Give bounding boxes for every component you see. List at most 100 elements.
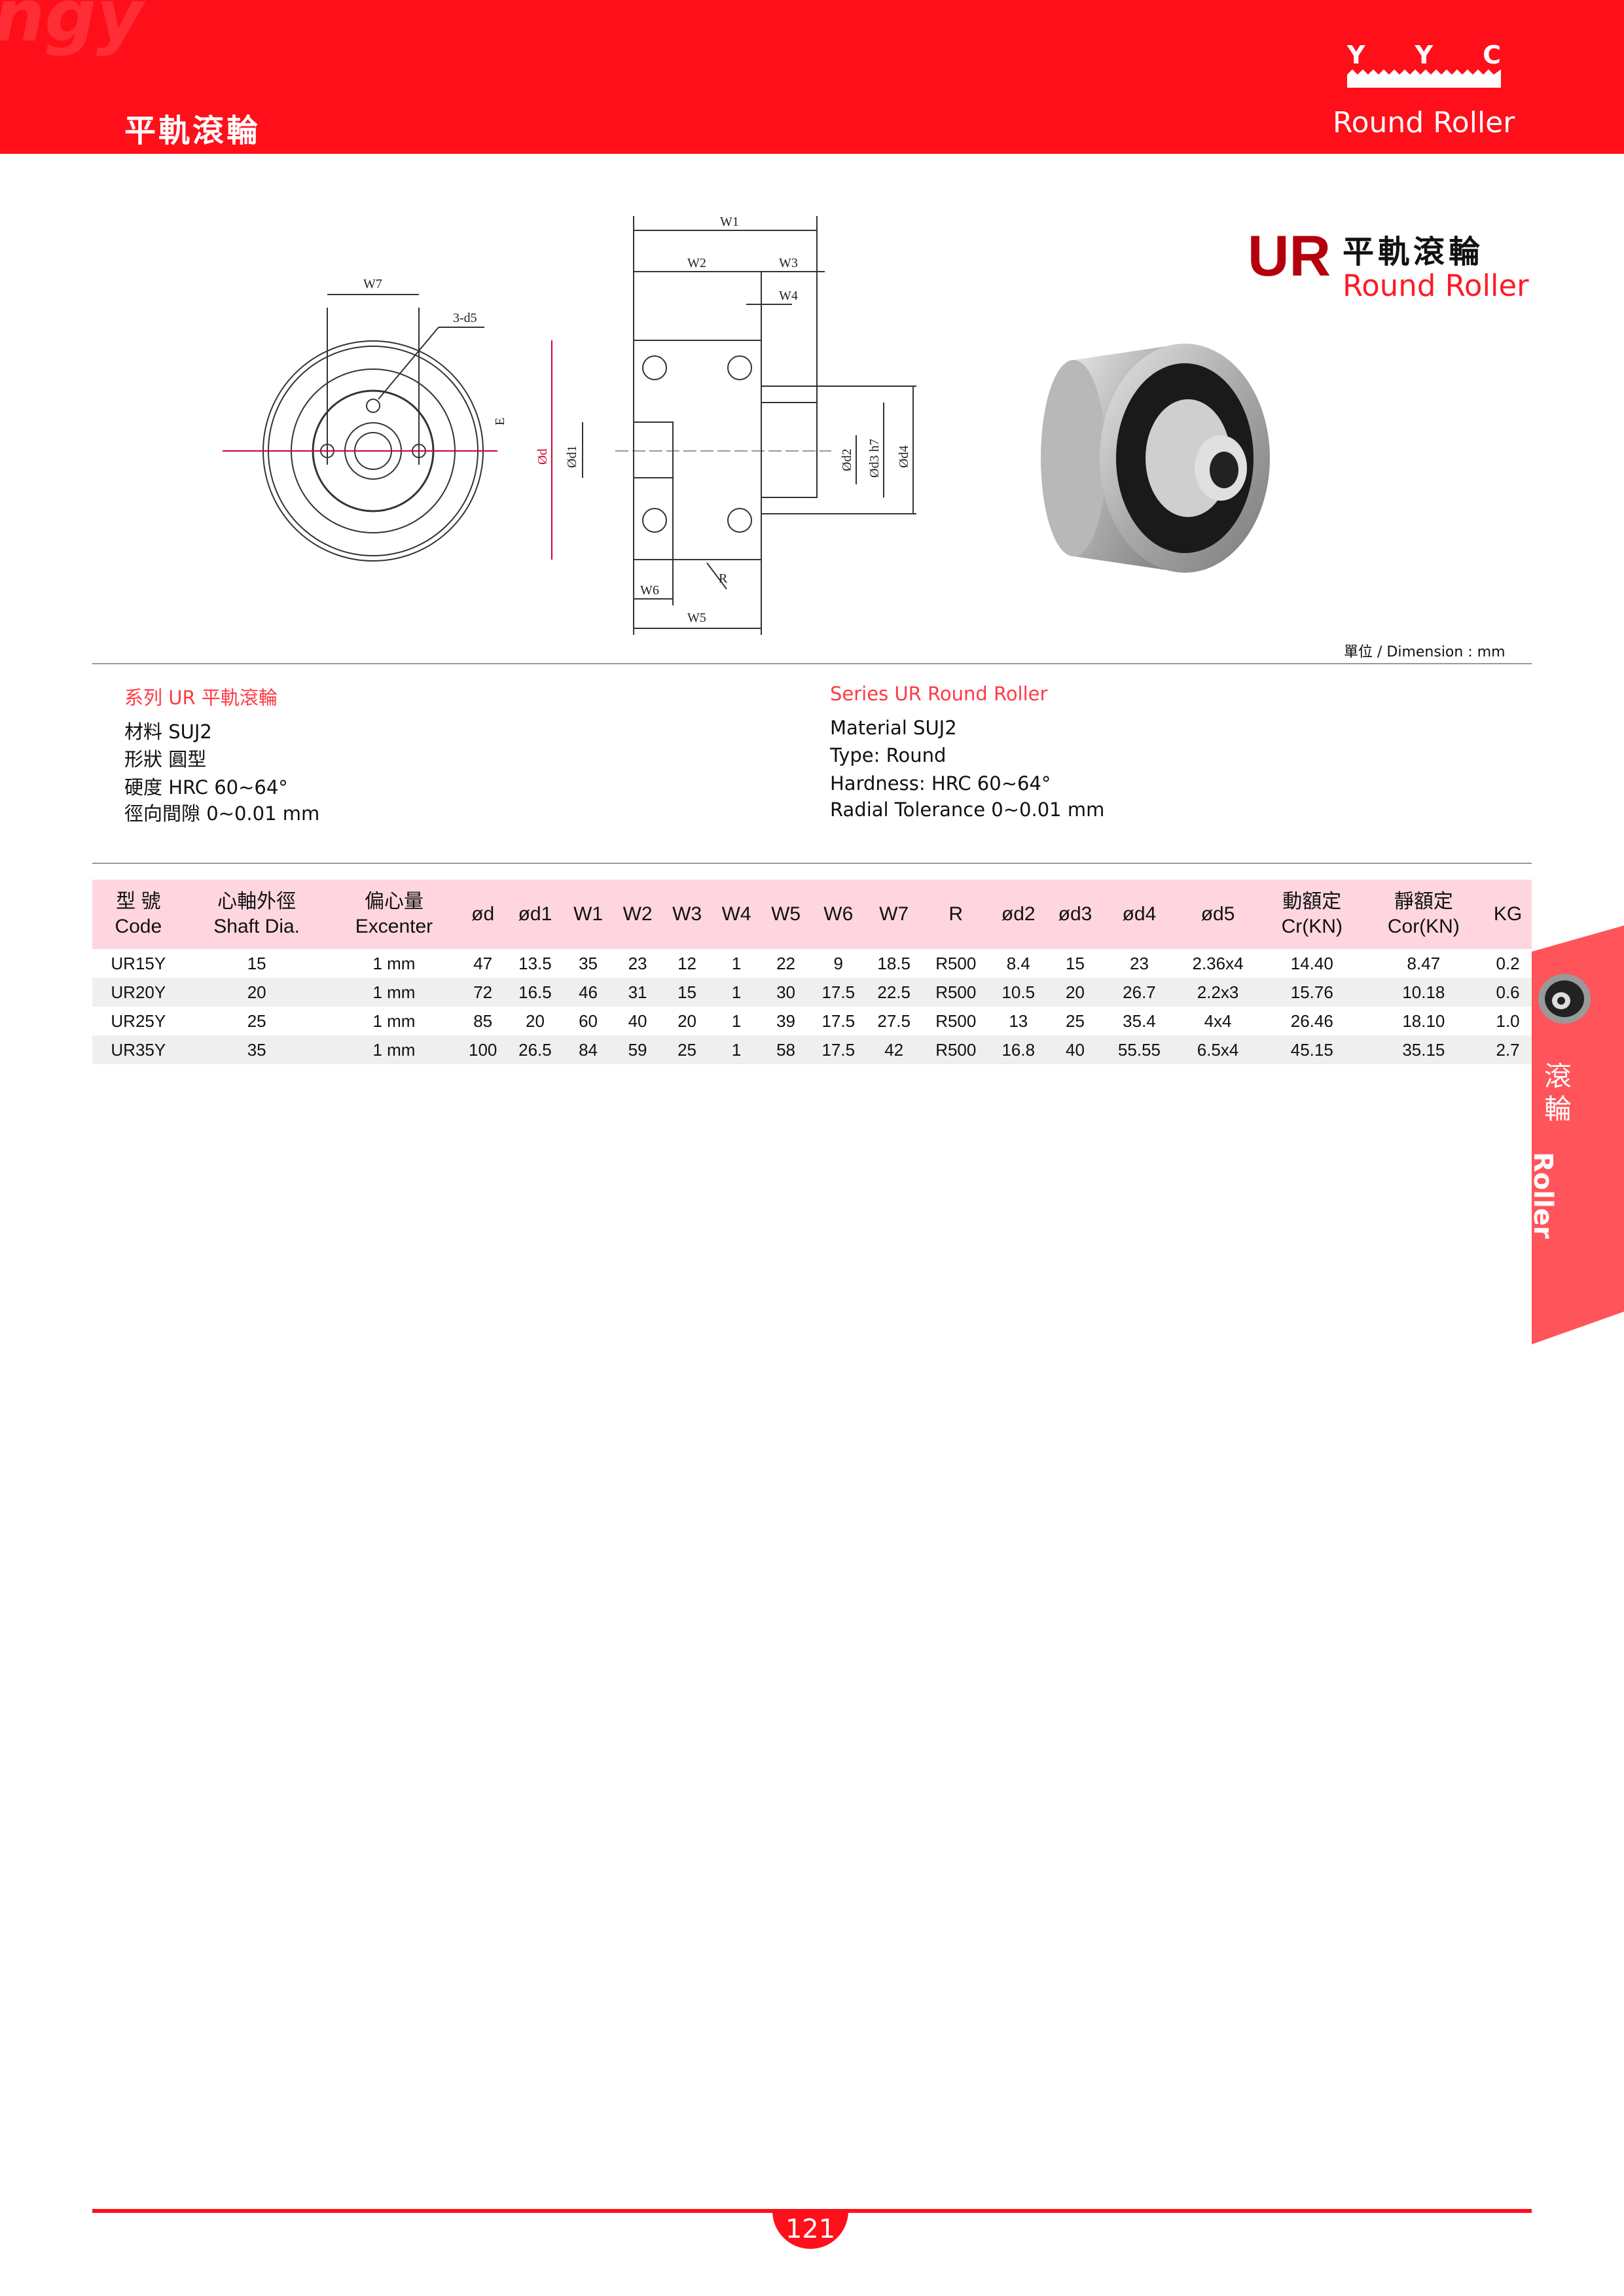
- table-cell: 8.4: [1006, 953, 1030, 973]
- spec-line-zh: 徑向間隙 0~0.01 mm: [124, 802, 320, 825]
- divider: [92, 663, 1532, 664]
- label-w1: W1: [720, 215, 739, 229]
- column-header: W5: [761, 880, 811, 949]
- column-header: ød: [459, 880, 507, 949]
- column-header-line: Shaft Dia.: [213, 916, 300, 937]
- table-cell: 23: [628, 953, 647, 973]
- column-header: ød3: [1047, 880, 1104, 949]
- column-header-line: W5: [771, 903, 801, 925]
- table-cell: 23: [1130, 953, 1149, 973]
- column-header-line: 偏心量: [364, 891, 424, 912]
- column-header: ød4: [1103, 880, 1176, 949]
- logo-letter: C: [1483, 41, 1501, 69]
- table-cell: 22: [776, 953, 796, 973]
- column-header-line: R: [948, 903, 964, 925]
- spec-line-en: Type: Round: [830, 744, 947, 766]
- label-w6: W6: [640, 583, 659, 598]
- column-header: W6: [810, 880, 867, 949]
- table-cell: 0.2: [1496, 953, 1520, 973]
- label-d: Ød: [535, 449, 550, 465]
- column-header-line: ød2: [1001, 903, 1036, 925]
- table-cell: 85: [473, 1011, 493, 1031]
- column-header: W4: [712, 880, 761, 949]
- table-cell: 35.15: [1363, 1035, 1485, 1064]
- column-header-line: W1: [573, 903, 604, 925]
- product-photo: [1041, 344, 1270, 573]
- table-cell: 47: [473, 953, 493, 973]
- table-cell: 35.4: [1123, 1011, 1156, 1031]
- table-cell: 72: [459, 978, 507, 1007]
- column-header-line: W7: [879, 903, 909, 925]
- label-w5: W5: [687, 611, 706, 625]
- table-cell: 40: [1047, 1035, 1104, 1064]
- product-name-zh: 平軌滾輪: [1343, 234, 1485, 270]
- divider: [92, 863, 1532, 864]
- spec-line-zh: 形狀 圓型: [124, 748, 207, 770]
- label-d1: Ød1: [565, 446, 579, 468]
- table-cell: 25: [247, 1011, 266, 1031]
- table-cell: 20: [184, 978, 329, 1007]
- column-header: R: [922, 880, 990, 949]
- table-cell: 4x4: [1204, 1011, 1232, 1031]
- table-cell: R500: [922, 978, 990, 1007]
- table-cell: 1 mm: [372, 1011, 416, 1031]
- table-cell: 18.5: [877, 953, 911, 973]
- table-cell: R500: [935, 1011, 977, 1031]
- table-cell: 15: [247, 953, 266, 973]
- column-header: 心軸外徑 Shaft Dia.: [184, 880, 329, 949]
- table-cell: 30: [761, 978, 811, 1007]
- table-cell: 9: [833, 953, 843, 973]
- table-cell: 1.0: [1496, 1011, 1520, 1031]
- table-cell: 17.5: [810, 1035, 867, 1064]
- table-cell: 26.7: [1103, 978, 1176, 1007]
- table-cell: 35: [184, 1035, 329, 1064]
- header-title-en: Round Roller: [1333, 106, 1515, 139]
- table-cell: 40: [628, 1011, 647, 1031]
- table-cell: 16.5: [507, 978, 564, 1007]
- table-cell: 1 mm: [372, 953, 416, 973]
- table-cell: 45.15: [1261, 1035, 1363, 1064]
- column-header-line: 心軸外徑: [217, 891, 297, 912]
- table-cell: 22.5: [866, 978, 922, 1007]
- label-w7: W7: [363, 277, 382, 291]
- table-cell: 1: [712, 978, 761, 1007]
- unit-note: 單位 / Dimension : mm: [1344, 644, 1506, 660]
- table-cell: R500: [922, 1035, 990, 1064]
- column-header-line: W3: [672, 903, 702, 925]
- column-header-line: ød4: [1122, 903, 1157, 925]
- watermark-text: ngy: [0, 0, 143, 58]
- label-d3: Ød3 h7: [867, 439, 882, 478]
- table-cell: 31: [613, 978, 662, 1007]
- column-header: ød2: [990, 880, 1047, 949]
- table-cell: UR20Y: [92, 978, 185, 1007]
- spec-line-en: Material SUJ2: [830, 717, 957, 739]
- table-cell: 6.5x4: [1175, 1035, 1261, 1064]
- column-header: ød5: [1175, 880, 1261, 949]
- table-cell: 1: [731, 1011, 742, 1031]
- side-tab: [1532, 925, 1624, 1344]
- column-header-line: W6: [823, 903, 854, 925]
- table-cell: 15: [662, 978, 712, 1007]
- product-name-en: Round Roller: [1343, 268, 1529, 303]
- label-d4: Ød4: [897, 446, 911, 468]
- table-cell: 17.5: [821, 1011, 856, 1031]
- column-header-line: ød5: [1200, 903, 1235, 925]
- spec-line-zh: 硬度 HRC 60~64°: [124, 776, 288, 798]
- table-cell: UR35Y: [92, 1035, 185, 1064]
- column-header-line: Code: [115, 916, 162, 937]
- header-title-zh: 平軌滾輪: [124, 113, 261, 149]
- table-cell: 2.36x4: [1192, 953, 1244, 973]
- table-cell: 1 mm: [329, 1035, 460, 1064]
- table-cell: R500: [935, 953, 977, 973]
- label-w2: W2: [687, 256, 706, 270]
- column-header-line: W4: [721, 903, 751, 925]
- table-cell: 13: [1009, 1011, 1028, 1031]
- column-header-line: Cor(KN): [1387, 916, 1460, 937]
- table-cell: 15: [1066, 953, 1085, 973]
